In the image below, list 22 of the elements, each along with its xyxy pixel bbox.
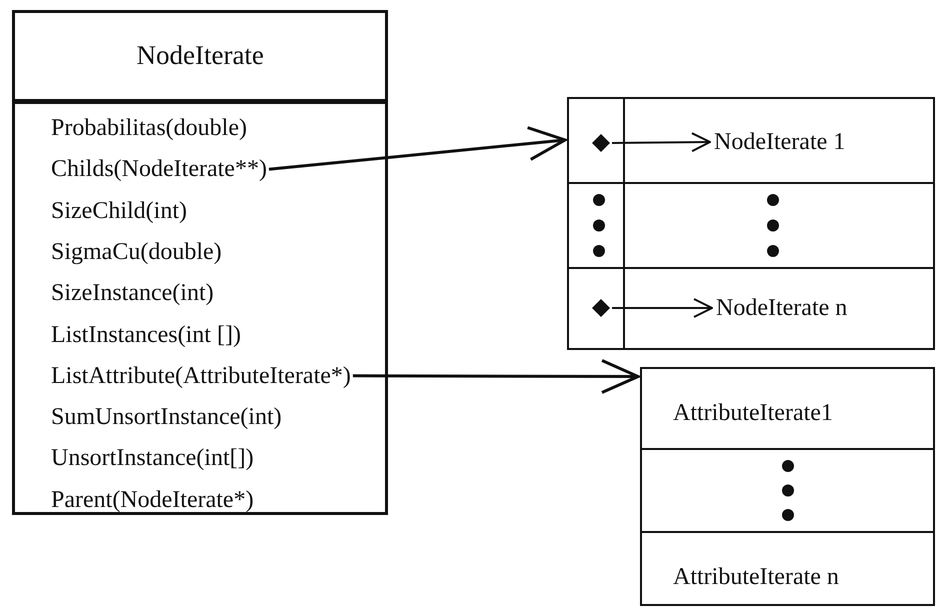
attribute-field: UnsortInstance(int[]) [51,444,254,472]
arrow [612,298,713,318]
attribute-field: Parent(NodeIterate*) [51,486,254,514]
attribute-field: Probabilitas(double) [51,114,247,142]
list-item-text: NodeIterate n [716,294,848,322]
attribute-field: ListInstances(int []) [51,320,241,348]
arrow [268,126,566,171]
list-item-text: AttributeIterate1 [673,399,833,427]
attribute-field: SumUnsortInstance(int) [51,403,282,432]
attribute-field: SigmaCu(double) [51,238,222,266]
list-box [567,97,935,350]
arrow [352,358,640,394]
class-name: NodeIterate [136,41,264,69]
list-item-text: NodeIterate 1 [714,128,846,156]
arrow [612,132,711,152]
class-box [12,10,388,515]
attribute-field: Childs(NodeIterate**) [51,155,267,184]
attribute-field: SizeInstance(int) [51,279,214,308]
list-box [640,367,935,606]
list-item-text: AttributeIterate n [673,563,839,591]
attribute-field: SizeChild(int) [51,196,187,225]
attribute-field: ListAttribute(AttributeIterate*) [51,362,351,390]
